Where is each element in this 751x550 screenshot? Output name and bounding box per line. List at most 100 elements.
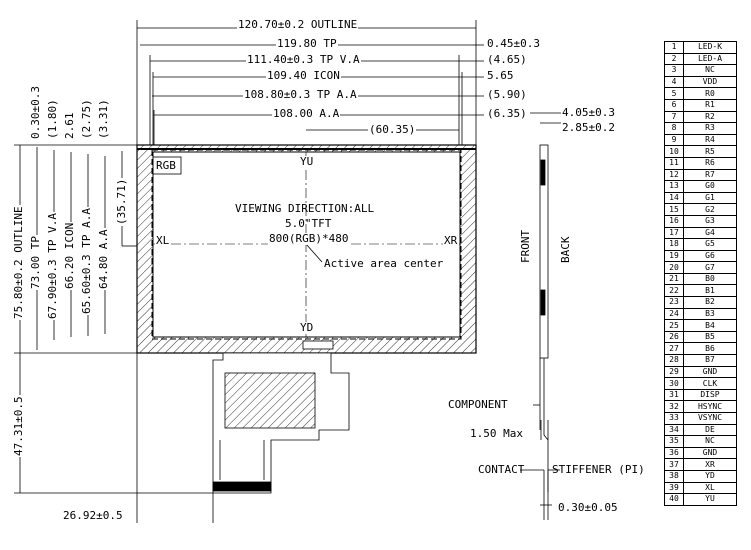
dim-top-offset-4: (2.75) [80, 98, 93, 140]
pin-signal: B2 [683, 296, 737, 309]
pin-number: 14 [664, 191, 684, 205]
rgb-label: RGB [156, 159, 176, 172]
pin-signal: B6 [683, 342, 737, 356]
pin-number: 26 [664, 330, 684, 344]
pin-signal: G5 [683, 238, 737, 251]
pin-signal: B1 [683, 284, 737, 298]
pin-number: 37 [664, 458, 684, 471]
pin-number: 35 [664, 435, 684, 448]
contact-label: CONTACT [478, 463, 525, 476]
front-label: FRONT [519, 228, 532, 264]
dim-fpc-length: 47.31±0.5 [12, 395, 25, 457]
dim-icon-width: 109.40 ICON [266, 69, 341, 82]
pin-signal: GND [683, 446, 737, 460]
dim-top-offset-3: 2.61 [63, 111, 76, 140]
pin-signal: R0 [683, 87, 737, 100]
pin-number: 22 [664, 284, 684, 298]
pin-signal: XL [683, 481, 737, 495]
pin-number: 28 [664, 354, 684, 367]
dim-icon-height: 66.20 ICON [63, 221, 76, 290]
pin-signal: G6 [683, 249, 737, 263]
dim-aa-width: 108.00 A.A [272, 107, 341, 120]
side-view [520, 112, 561, 520]
pin-number: 18 [664, 238, 684, 251]
dim-tp-width: 119.80 TP [276, 37, 338, 50]
pin-number: 20 [664, 261, 684, 274]
pin-number: 8 [664, 122, 684, 135]
pin-number: 17 [664, 226, 684, 240]
pin-signal: HSYNC [683, 400, 737, 413]
dim-right-2: (4.65) [487, 53, 527, 66]
pin-signal: G0 [683, 180, 737, 193]
back-label: BACK [559, 235, 572, 264]
pin-signal: G4 [683, 226, 737, 240]
pin-number: 3 [664, 64, 684, 77]
side-dim-bottom: 0.30±0.05 [558, 501, 618, 514]
pin-number: 33 [664, 412, 684, 425]
pin-signal: NC [683, 435, 737, 448]
pin-number: 23 [664, 296, 684, 309]
pin-number: 38 [664, 469, 684, 483]
component-label: COMPONENT [448, 398, 508, 411]
pin-signal: NC [683, 64, 737, 77]
pin-number: 7 [664, 110, 684, 124]
max-thickness-label: 1.50 Max [470, 427, 523, 440]
pin-signal: G2 [683, 203, 737, 216]
dim-tp-aa-width: 108.80±0.3 TP A.A [243, 88, 358, 101]
side-dim-top-1: 4.05±0.3 [562, 106, 615, 119]
pin-number: 6 [664, 98, 684, 112]
pin-number: 36 [664, 446, 684, 460]
pin-number: 21 [664, 272, 684, 286]
xl-label: XL [155, 234, 171, 247]
dim-top-offset-1: 0.30±0.3 [29, 85, 42, 140]
pin-number: 39 [664, 481, 684, 495]
pin-number: 10 [664, 145, 684, 158]
pin-number: 15 [664, 203, 684, 216]
pin-number: 40 [664, 493, 684, 506]
pin-signal: XR [683, 458, 737, 471]
pin-signal: R6 [683, 156, 737, 170]
pin-signal: YU [683, 493, 737, 506]
panel-size: 5.0"TFT [285, 217, 332, 230]
pin-signal: VSYNC [683, 412, 737, 425]
pin-number: 9 [664, 133, 684, 147]
pin-signal: R4 [683, 133, 737, 147]
pin-signal: B7 [683, 354, 737, 367]
dim-top-offset-5: (3.31) [97, 98, 110, 140]
pin-signal: LED-K [683, 41, 737, 54]
pin-number: 2 [664, 52, 684, 66]
pin-signal: B4 [683, 319, 737, 332]
pin-signal: B3 [683, 307, 737, 321]
dim-aa-height: 64.80 A.A [97, 228, 110, 290]
pin-signal: YD [683, 469, 737, 483]
pin-signal: R1 [683, 98, 737, 112]
viewing-direction: VIEWING DIRECTION:ALL [235, 202, 375, 215]
pin-number: 11 [664, 156, 684, 170]
pin-number: 12 [664, 168, 684, 182]
dim-top-offset-2: (1.80) [46, 98, 59, 140]
active-area-center-note: Active area center [324, 257, 444, 270]
dim-tp-va-width: 111.40±0.3 TP V.A [246, 53, 361, 66]
dim-center-vertical: (35.71) [115, 177, 128, 226]
pin-number: 32 [664, 400, 684, 413]
